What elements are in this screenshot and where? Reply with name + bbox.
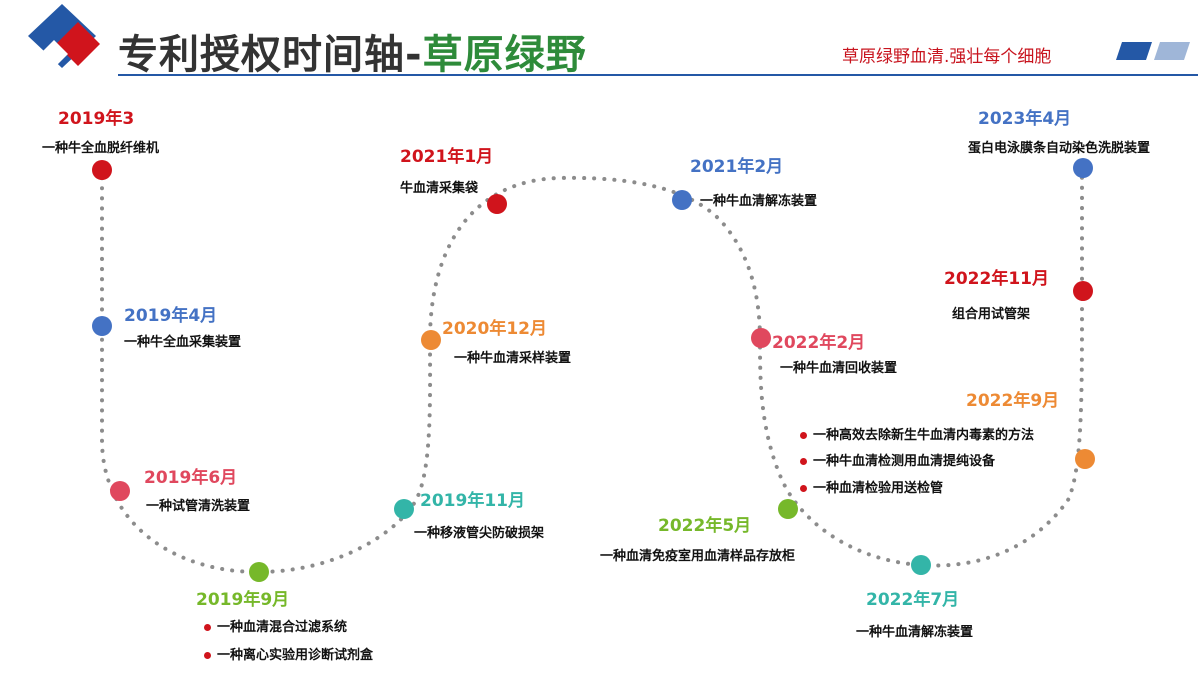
milestone-date: 2020年12月 bbox=[442, 319, 547, 339]
timeline-node bbox=[751, 328, 771, 348]
title-accent-text: 草原绿野 bbox=[422, 32, 587, 78]
milestone-date: 2023年4月 bbox=[978, 109, 1072, 129]
milestone-date: 2019年6月 bbox=[144, 468, 238, 488]
patent-label: 一种牛全血脱纤维机 bbox=[42, 141, 160, 156]
patent-label: 一种移液管尖防破损架 bbox=[414, 526, 545, 541]
patent-label: 组合用试管架 bbox=[952, 307, 1031, 322]
milestone-date: 2022年11月 bbox=[944, 269, 1049, 289]
timeline-node bbox=[672, 190, 692, 210]
patent-label: 一种离心实验用诊断试剂盒 bbox=[217, 648, 374, 663]
patent-list-item: 一种牛血清检测用血清提纯设备 bbox=[800, 450, 995, 469]
milestone-date: 2022年7月 bbox=[866, 590, 960, 610]
timeline-node bbox=[778, 499, 798, 519]
patent-label: 一种试管清洗装置 bbox=[146, 499, 251, 514]
patent-list-item: 一种高效去除新生牛血清内毒素的方法 bbox=[800, 424, 1034, 443]
patent-label: 一种牛血清解冻装置 bbox=[856, 625, 974, 640]
bullet-icon bbox=[800, 458, 807, 465]
patent-label: 一种牛全血采集装置 bbox=[124, 335, 242, 350]
milestone-date: 2021年1月 bbox=[400, 147, 494, 167]
milestone-date: 2019年9月 bbox=[196, 590, 290, 610]
milestone-date: 2019年3 bbox=[58, 109, 135, 129]
timeline-node bbox=[487, 194, 507, 214]
milestone-date: 2022年9月 bbox=[966, 391, 1060, 411]
patent-list-item: 一种血清混合过滤系统 bbox=[204, 616, 347, 635]
timeline-node bbox=[394, 499, 414, 519]
bullet-icon bbox=[204, 652, 211, 659]
milestone-date: 2022年2月 bbox=[772, 333, 866, 353]
parallelogram-stripes-icon bbox=[1116, 42, 1190, 60]
milestone-date: 2019年11月 bbox=[420, 491, 525, 511]
page-title: 专利授权时间轴-草原绿野 bbox=[118, 22, 587, 80]
patent-label: 一种血清免疫室用血清样品存放柜 bbox=[600, 549, 796, 564]
timeline-node bbox=[92, 316, 112, 336]
timeline-node bbox=[92, 160, 112, 180]
patent-label: 牛血清采集袋 bbox=[400, 181, 479, 196]
milestone-date: 2021年2月 bbox=[690, 157, 784, 177]
timeline-node bbox=[1073, 281, 1093, 301]
patent-label: 一种牛血清采样装置 bbox=[454, 351, 572, 366]
patent-label: 一种牛血清回收装置 bbox=[780, 361, 898, 376]
patent-list-item: 一种离心实验用诊断试剂盒 bbox=[204, 644, 373, 663]
milestone-date: 2022年5月 bbox=[658, 516, 752, 536]
timeline-node bbox=[249, 562, 269, 582]
timeline-node bbox=[1075, 449, 1095, 469]
timeline-node bbox=[911, 555, 931, 575]
patent-label: 一种血清混合过滤系统 bbox=[217, 620, 348, 635]
timeline-node bbox=[110, 481, 130, 501]
diamond-logo-icon bbox=[28, 4, 100, 68]
patent-label: 一种高效去除新生牛血清内毒素的方法 bbox=[813, 428, 1035, 443]
bullet-icon bbox=[800, 485, 807, 492]
bullet-icon bbox=[204, 624, 211, 631]
patent-list-item: 一种血清检验用送检管 bbox=[800, 477, 943, 496]
title-main-text: 专利授权时间轴- bbox=[118, 32, 423, 78]
bullet-icon bbox=[800, 432, 807, 439]
timeline-node bbox=[1073, 158, 1093, 178]
header-underline bbox=[118, 74, 1198, 76]
patent-label: 一种血清检验用送检管 bbox=[813, 481, 944, 496]
tagline: 草原绿野血清.强壮每个细胞 bbox=[842, 47, 1052, 67]
patent-label: 蛋白电泳膜条自动染色洗脱装置 bbox=[968, 141, 1151, 156]
timeline-node bbox=[421, 330, 441, 350]
patent-label: 一种牛血清解冻装置 bbox=[700, 194, 818, 209]
milestone-date: 2019年4月 bbox=[124, 306, 218, 326]
patent-label: 一种牛血清检测用血清提纯设备 bbox=[813, 454, 996, 469]
